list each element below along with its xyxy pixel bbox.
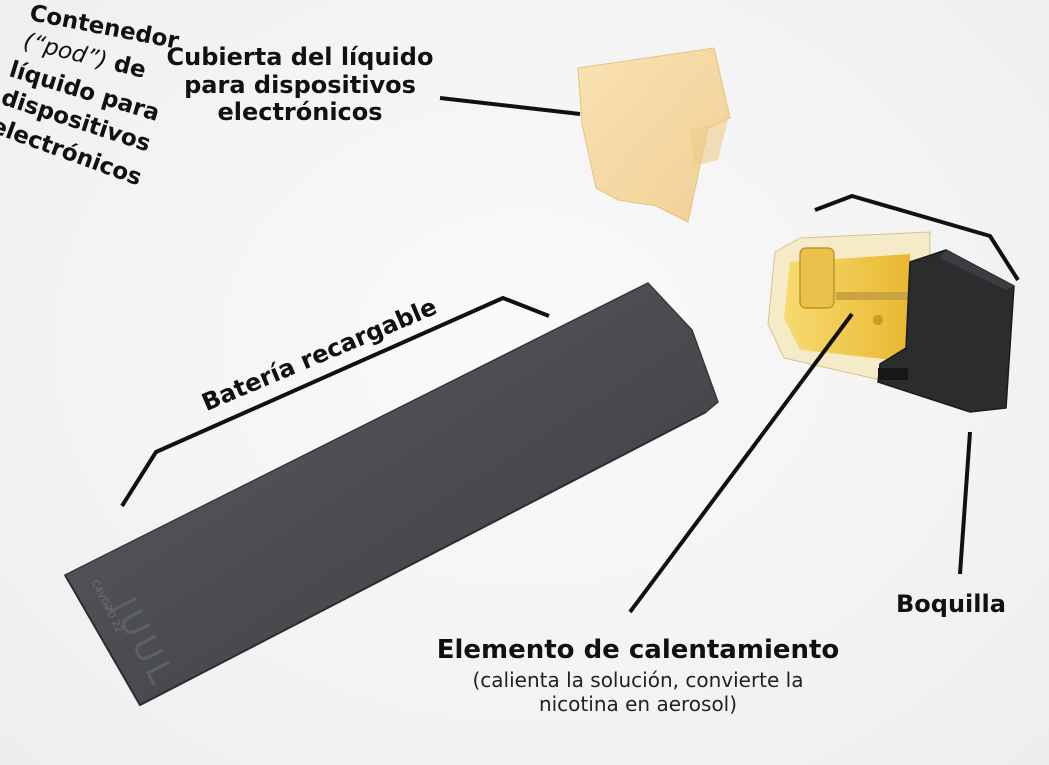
heating-element-description: (calienta la solución, convierte la nico…: [408, 668, 868, 716]
heating-element-label: Elemento de calentamiento (calienta la s…: [408, 635, 868, 716]
mouthpiece-leader-line: [958, 431, 972, 575]
heating-element-title: Elemento de calentamiento: [436, 635, 840, 665]
cover-label: Cubierta del líquido para dispositivos e…: [150, 43, 450, 127]
pod-bracket: [814, 194, 1020, 282]
cover-leader-line: [439, 96, 581, 116]
cover-label-line-2: para dispositivos: [184, 70, 416, 99]
mouthpiece: [877, 249, 1015, 413]
heating-leader-line: [628, 312, 854, 614]
cover-label-line-1: Cubierta del líquido: [166, 43, 434, 71]
heating-desc-line-1: (calienta la solución, convierte la: [472, 667, 804, 692]
liquid-cover: [577, 47, 731, 223]
liquid-pod: [767, 231, 931, 381]
rechargeable-battery: JUUL C4VG2D 22: [63, 282, 719, 707]
mouthpiece-label: Boquilla: [896, 590, 1006, 618]
battery-bracket: [120, 296, 550, 508]
heating-desc-line-2: nicotina en aerosol): [538, 691, 738, 716]
cover-label-line-3: electrónicos: [217, 98, 383, 127]
